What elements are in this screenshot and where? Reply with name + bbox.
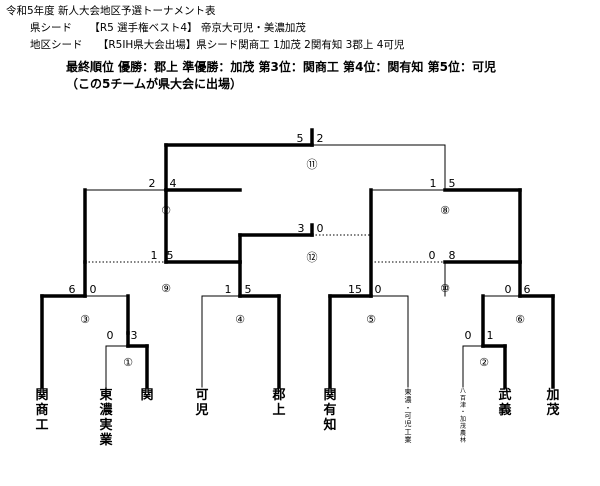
left-score: 6 bbox=[69, 283, 76, 296]
left-score: 5 bbox=[297, 132, 304, 145]
team-name-char: 農 bbox=[460, 429, 466, 437]
team-name-char: 茂 bbox=[546, 402, 559, 418]
team-name: 関有知 bbox=[323, 388, 336, 433]
final-standings: 最終順位 優勝：郡上 準優勝：加茂 第3位：関商工 第4位：関有知 第5位：可児 bbox=[66, 60, 496, 74]
page-title: 令和5年度 新人大会地区予選トーナメント表 bbox=[6, 5, 216, 17]
match-number: ⑦ bbox=[161, 204, 171, 217]
team-name-char: 児 bbox=[194, 403, 208, 418]
right-score: 2 bbox=[317, 132, 324, 145]
team-name-char: 茂 bbox=[460, 422, 466, 430]
team-name-char: 郡 bbox=[271, 388, 285, 403]
pref-seed-label: 県シード bbox=[30, 22, 72, 34]
right-score: 0 bbox=[375, 283, 382, 296]
team-name-char: 関 bbox=[140, 388, 153, 403]
match-number: ① bbox=[123, 356, 133, 369]
team-name-char: 東 bbox=[99, 387, 112, 403]
team-name-char: 八 bbox=[460, 388, 466, 395]
team-name-char: 津 bbox=[460, 402, 466, 409]
right-score: 5 bbox=[449, 177, 456, 190]
team-name-char: 実 bbox=[99, 417, 112, 433]
district-seed-row: 地区シード 【R5IH県大会出場】県シード関商工 1加茂 2関有知 3郡上 4可… bbox=[30, 37, 404, 52]
team-name-char: 濃 bbox=[99, 402, 113, 418]
team-name: 加茂 bbox=[545, 388, 559, 418]
team-name-char: 加 bbox=[460, 415, 466, 423]
left-score: 0 bbox=[107, 329, 114, 342]
team-name-char: 児 bbox=[405, 419, 412, 428]
team-name-char: 可 bbox=[195, 388, 208, 403]
match-number: ⑪ bbox=[307, 158, 318, 171]
team-name-char: 知 bbox=[323, 417, 336, 433]
team-name-char: 業 bbox=[405, 435, 412, 444]
right-score: 0 bbox=[317, 222, 324, 235]
right-score: 1 bbox=[487, 329, 494, 342]
match-number: ④ bbox=[235, 313, 245, 326]
team-name: 郡上 bbox=[271, 388, 285, 418]
match-number: ③ bbox=[80, 313, 90, 326]
team-name-char: 可 bbox=[405, 412, 412, 420]
final-standings-note: （この5チームが県大会に出場） bbox=[66, 77, 242, 91]
right-score: 4 bbox=[170, 177, 177, 190]
team-name-char: 関 bbox=[35, 388, 48, 403]
left-score: 3 bbox=[298, 222, 305, 235]
team-name-char: 濃 bbox=[405, 395, 412, 404]
match-number: ⑨ bbox=[161, 282, 171, 295]
left-score: 0 bbox=[465, 329, 472, 342]
team-name-char: 業 bbox=[98, 432, 113, 448]
district-seed-label: 地区シード bbox=[30, 39, 83, 51]
left-score: 0 bbox=[429, 249, 436, 262]
right-score: 6 bbox=[524, 283, 531, 296]
team-name-char: 東 bbox=[405, 387, 412, 396]
team-name-char: 義 bbox=[498, 402, 511, 418]
team-name: 可児 bbox=[194, 388, 208, 418]
pref-seed-row: 県シード 【R5 選手権ベスト4】 帝京大可児・美濃加茂 bbox=[30, 20, 306, 35]
right-score: 5 bbox=[167, 249, 174, 262]
district-seed-value: 【R5IH県大会出場】県シード関商工 1加茂 2関有知 3郡上 4可児 bbox=[97, 39, 405, 51]
match-number: ⑩ bbox=[440, 282, 450, 295]
team-name-char: 百 bbox=[460, 395, 466, 402]
right-score: 3 bbox=[131, 329, 138, 342]
left-score: 1 bbox=[225, 283, 232, 296]
match-number: ⑤ bbox=[366, 313, 376, 326]
team-name-char: 上 bbox=[272, 403, 285, 418]
right-score: 0 bbox=[90, 283, 97, 296]
team-name: 武義 bbox=[498, 387, 511, 418]
match-number: ⑧ bbox=[440, 204, 450, 217]
team-name: 関 bbox=[140, 388, 153, 403]
right-score: 8 bbox=[449, 249, 456, 262]
team-name-char: 有 bbox=[323, 402, 336, 418]
team-name-char: 関 bbox=[323, 388, 336, 403]
left-score: 15 bbox=[348, 283, 362, 296]
team-name-char: 工 bbox=[405, 428, 412, 436]
match-number: ② bbox=[479, 356, 489, 369]
team-name-char: 工 bbox=[35, 418, 48, 433]
match-number: ⑥ bbox=[515, 313, 525, 326]
team-name-char: 林 bbox=[460, 436, 466, 444]
team-name-char: 武 bbox=[498, 387, 511, 403]
right-score: 5 bbox=[245, 283, 252, 296]
team-name-char: 商 bbox=[35, 402, 48, 418]
team-name-char: ・ bbox=[405, 404, 412, 412]
left-score: 2 bbox=[149, 177, 156, 190]
team-name-char: ・ bbox=[460, 409, 466, 416]
team-name: 関商工 bbox=[35, 388, 48, 433]
match-number: ⑫ bbox=[307, 251, 318, 264]
pref-seed-value: 【R5 選手権ベスト4】 帝京大可児・美濃加茂 bbox=[89, 22, 306, 34]
left-score: 1 bbox=[430, 177, 437, 190]
team-name-char: 加 bbox=[545, 388, 559, 403]
left-score: 0 bbox=[505, 283, 512, 296]
left-score: 1 bbox=[151, 249, 158, 262]
